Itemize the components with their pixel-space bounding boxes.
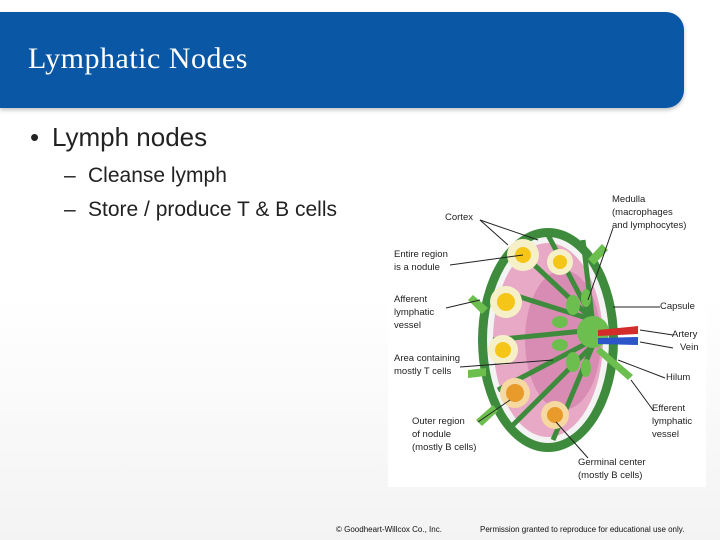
nodules — [488, 239, 573, 429]
artery-vessel — [598, 326, 638, 336]
bullet-text: Cleanse lymph — [88, 164, 227, 187]
lymph-node-body — [468, 228, 638, 452]
bullet-cleanse-lymph: –Cleanse lymph — [64, 164, 227, 188]
bullet-lymph-nodes: • Lymph nodes — [30, 122, 207, 153]
footer-permission: Permission granted to reproduce for educ… — [480, 525, 685, 534]
footer-copyright: © Goodheart-Willcox Co., Inc. — [336, 525, 442, 534]
efferent-vessel — [596, 347, 633, 380]
label-vein: Vein — [680, 342, 699, 353]
bullet-marker: • — [30, 122, 40, 152]
slide-title: Lymphatic Nodes — [28, 42, 248, 75]
label-capsule: Capsule — [660, 301, 695, 312]
bullet-marker: – — [64, 164, 76, 187]
bullet-store-produce: –Store / produce T & B cells — [64, 198, 337, 222]
label-artery: Artery — [672, 329, 698, 340]
label-germinal-center: Germinal center(mostly B cells) — [578, 457, 646, 481]
bullet-text: Store / produce T & B cells — [88, 198, 338, 221]
title-bar: Lymphatic Nodes — [0, 12, 684, 108]
leader-lines — [445, 219, 674, 459]
label-hilum: Hilum — [666, 372, 690, 383]
bullet-marker: – — [64, 198, 76, 221]
label-cortex: Cortex — [445, 212, 473, 223]
vein-vessel — [598, 337, 638, 345]
bullet-text: Lymph nodes — [52, 122, 208, 152]
